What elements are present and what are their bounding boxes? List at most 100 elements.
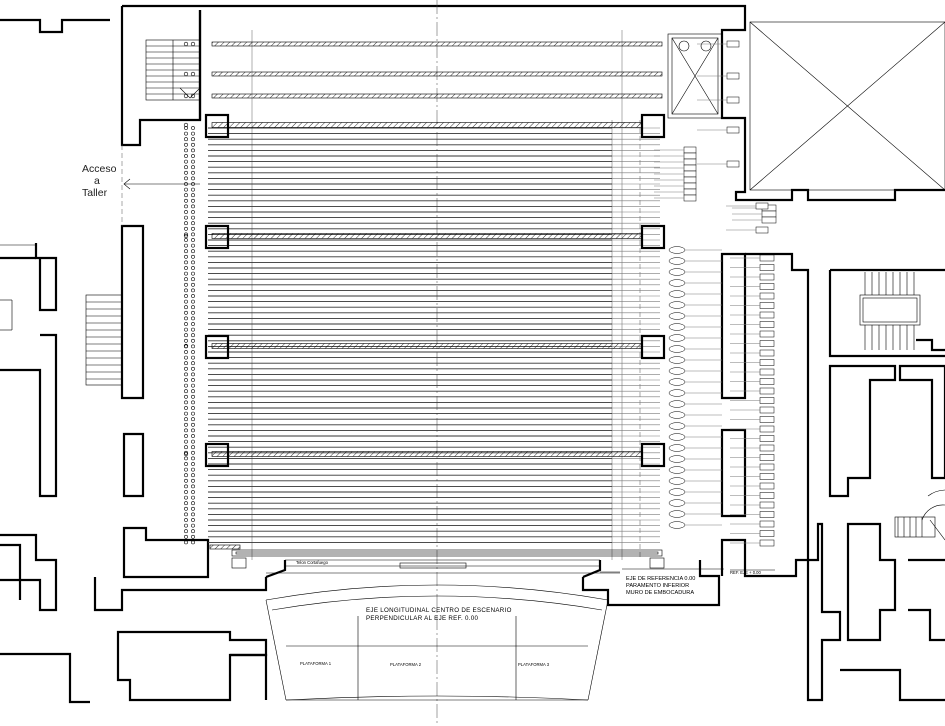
- batten-line: [184, 137, 660, 142]
- tag-box: [730, 349, 775, 357]
- batten-line: [184, 366, 660, 371]
- tag-box: [730, 416, 775, 423]
- batten-line: [184, 299, 660, 304]
- batten-line: [184, 305, 660, 310]
- tag-box: [730, 302, 775, 309]
- batten-line: [184, 372, 660, 377]
- winch-marker: [668, 400, 722, 408]
- batten-line: [184, 193, 660, 198]
- tag-box: [654, 194, 697, 202]
- batten-line: [184, 484, 660, 489]
- batten-line: [184, 501, 660, 506]
- tag-box: [730, 283, 775, 290]
- batten-line: [184, 350, 660, 354]
- batten-line: [184, 478, 660, 483]
- tag-box: [732, 216, 777, 224]
- winch-tags: [654, 40, 777, 547]
- batten-line: [184, 165, 660, 170]
- batten-line: [184, 170, 660, 175]
- fly-battens: [183, 41, 663, 545]
- batten-line: [184, 271, 660, 276]
- batten-line: [184, 288, 660, 293]
- batten-line: [184, 456, 660, 461]
- orchestra-platforms: PLATAFORMA 1 PLATAFORMA 2 PLATAFORMA 3: [265, 584, 609, 701]
- access-line3: Taller: [82, 187, 108, 199]
- winch-marker: [668, 323, 722, 331]
- batten-line: [184, 411, 660, 416]
- tag-box: [730, 397, 775, 404]
- platform-2-label: PLATAFORMA 2: [390, 662, 422, 667]
- batten-line: [184, 439, 660, 444]
- left-side-rooms: [0, 18, 268, 704]
- batten-line: [184, 142, 660, 147]
- access-label: Acceso a Taller: [82, 163, 117, 199]
- tag-box: [730, 444, 775, 452]
- winch-marker: [668, 521, 722, 529]
- batten-line: [184, 260, 660, 265]
- winch-marker: [668, 378, 722, 386]
- tag-box: [730, 340, 775, 347]
- winch-marker: [668, 334, 722, 342]
- batten-line: [184, 467, 660, 472]
- batten-line: [184, 243, 660, 248]
- batten-line: [184, 445, 660, 450]
- batten-line: [184, 226, 660, 231]
- batten-line: [184, 462, 660, 466]
- batten-line: [184, 406, 660, 410]
- batten-line: [184, 518, 660, 522]
- tag-box: [730, 492, 775, 499]
- access-arrow: [121, 145, 200, 226]
- batten-line: [184, 534, 660, 539]
- tag-box: [654, 182, 697, 190]
- batten-line: [184, 394, 660, 399]
- batten-line: [184, 182, 660, 186]
- batten-line: [184, 506, 660, 511]
- batten-line: [184, 378, 660, 382]
- batten-line: [184, 176, 660, 181]
- batten-line: [184, 389, 660, 394]
- tag-box: [726, 202, 769, 210]
- batten-line: [184, 400, 660, 405]
- axis-annotation: EJE LONGITUDINAL CENTRO DE ESCENARIO PER…: [366, 607, 511, 622]
- axis-label-line2: PERPENDICULAR AL EJE REF. 0.00: [366, 615, 479, 622]
- winch-marker: [668, 455, 722, 463]
- batten-line: [184, 523, 660, 528]
- tag-box: [730, 425, 775, 433]
- batten-line: [184, 422, 660, 427]
- tag-box: [697, 72, 740, 80]
- platform-1-label: PLATAFORMA 1: [300, 661, 332, 666]
- batten-line: [184, 204, 660, 209]
- batten-line: [184, 490, 660, 494]
- batten-line: [184, 529, 660, 534]
- tag-box: [697, 160, 740, 168]
- batten-line: [184, 417, 660, 422]
- upper-bridge: [183, 93, 663, 99]
- tag-box: [730, 359, 775, 366]
- tag-box: [730, 454, 775, 461]
- tag-box: [732, 210, 777, 218]
- lighting-trusses: [183, 113, 666, 468]
- batten-line: [184, 338, 660, 343]
- tag-box: [730, 321, 775, 328]
- tag-box: [730, 406, 775, 414]
- truss-band: [183, 224, 666, 250]
- batten-line: [184, 495, 660, 500]
- winch-marker: [668, 279, 722, 287]
- reference-line3: MURO DE EMBOCADURA: [626, 590, 694, 596]
- winch-marker: [668, 411, 722, 419]
- batten-line: [184, 159, 660, 164]
- batten-line: [184, 198, 660, 203]
- upper-bridge: [183, 71, 663, 77]
- tag-box: [654, 188, 697, 196]
- winch-marker: [668, 488, 722, 496]
- truss-band: [183, 334, 666, 360]
- proscenium-curtain: Telon Cortafuego: [209, 544, 665, 574]
- winch-marker: [668, 356, 722, 364]
- tag-box: [697, 126, 740, 134]
- batten-line: [184, 154, 660, 158]
- winch-marker: [668, 422, 722, 430]
- tag-box: [697, 96, 740, 104]
- winch-marker: [668, 433, 722, 441]
- platform-3-label: PLATAFORMA 3: [518, 662, 550, 667]
- winch-marker: [668, 499, 722, 507]
